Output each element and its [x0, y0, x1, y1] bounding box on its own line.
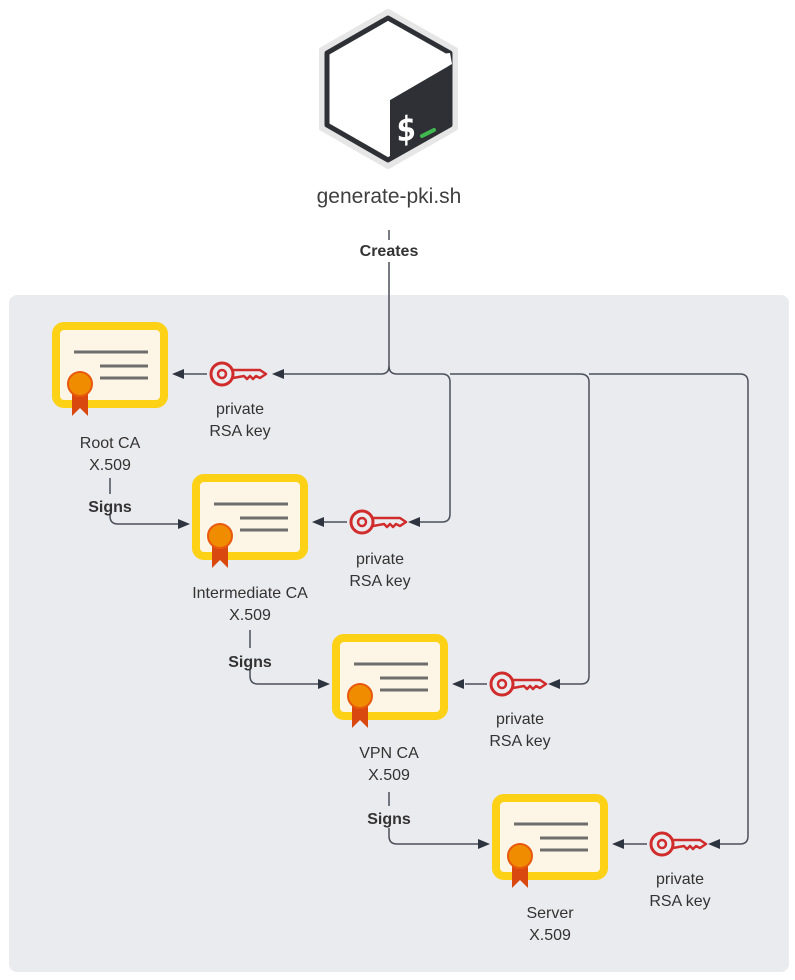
- signing-connectors: [109, 478, 490, 849]
- key-root-label-1: private: [216, 401, 264, 418]
- signs-label: Signs: [88, 499, 132, 516]
- cert-root-name: Root CA: [80, 435, 141, 452]
- certificate-icon: [196, 478, 304, 568]
- cert-root-type: X.509: [89, 457, 131, 474]
- cert-intermediate-type: X.509: [229, 607, 271, 624]
- svg-text:$: $: [396, 108, 416, 151]
- cert-vpn-name: VPN CA: [359, 745, 419, 762]
- certificate-icon: [56, 326, 164, 416]
- cert-server-name: Server: [526, 905, 574, 922]
- key-intermediate-label-1: private: [356, 551, 404, 568]
- key-server-label-1: private: [656, 871, 704, 888]
- key-vpn-label-1: private: [496, 711, 544, 728]
- certificate-icon: [496, 798, 604, 888]
- creates-label: Creates: [360, 243, 419, 260]
- creates-connectors: [272, 230, 749, 849]
- key-server-label-2: RSA key: [649, 893, 710, 910]
- script-name: generate-pki.sh: [317, 185, 462, 208]
- bash-terminal-icon: $: [319, 9, 458, 169]
- key-to-cert-arrows: [172, 369, 647, 849]
- cert-server-type: X.509: [529, 927, 571, 944]
- certificate-icon: [336, 638, 444, 728]
- signs-label: Signs: [228, 654, 272, 671]
- key-root-label-2: RSA key: [209, 423, 270, 440]
- cert-intermediate-name: Intermediate CA: [192, 585, 308, 602]
- signs-label: Signs: [367, 811, 411, 828]
- key-intermediate-label-2: RSA key: [349, 573, 410, 590]
- key-vpn-label-2: RSA key: [489, 733, 550, 750]
- cert-vpn-type: X.509: [368, 767, 410, 784]
